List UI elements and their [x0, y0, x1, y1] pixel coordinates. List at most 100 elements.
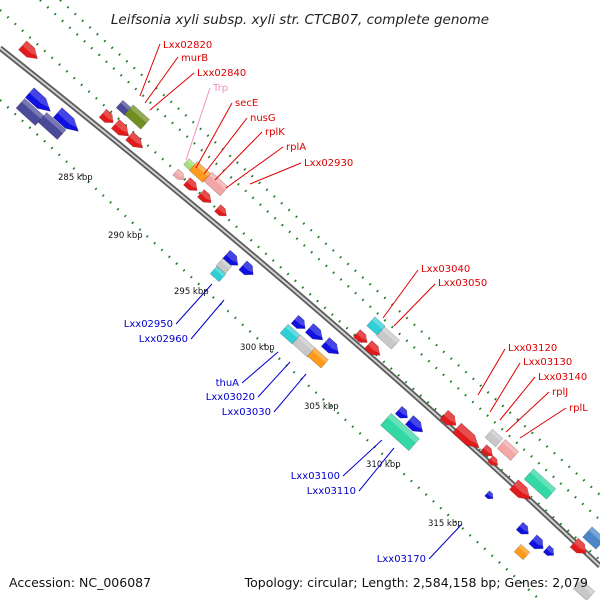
gene-label-lxx02820[interactable]: Lxx02820 [163, 40, 212, 51]
accession-text: Accession: NC_006087 [9, 575, 151, 590]
dotted-track-1 [39, 0, 600, 521]
callout-line-24 [428, 523, 463, 560]
gene-red-d [183, 177, 199, 192]
gene-steel [582, 526, 600, 550]
gene-red-l [487, 455, 499, 466]
gene-blue-2 [52, 107, 81, 132]
gene-red-g [353, 329, 369, 344]
label-callouts [139, 43, 567, 560]
gene-red-k [480, 444, 494, 457]
gene-orange-2 [307, 347, 329, 369]
gene-label-murb[interactable]: murB [181, 53, 208, 64]
gene-grey-3 [376, 326, 400, 350]
gene-pink-1 [203, 171, 229, 197]
kbp-label-290: 290 kbp [108, 231, 143, 241]
callout-line-1 [139, 43, 161, 97]
callout-line-8 [225, 146, 284, 189]
gene-red-top-left [18, 40, 40, 60]
kbp-label-310: 310 kbp [366, 460, 401, 470]
callout-line-15 [505, 391, 550, 433]
gene-blue-5 [290, 314, 307, 329]
gene-blue-10 [515, 521, 530, 535]
gene-label-thua[interactable]: thuA [216, 378, 240, 389]
gene-blue-11 [528, 534, 545, 550]
gene-label-lxx03130[interactable]: Lxx03130 [523, 357, 572, 368]
callout-line-12 [477, 348, 506, 396]
callout-line-19 [241, 351, 279, 384]
kbp-tick-labels: 285 kbp 290 kbp 295 kbp 300 kbp 305 kbp … [58, 173, 463, 529]
gene-red-j [452, 422, 482, 449]
callout-line-14 [499, 376, 536, 421]
gene-blue-small [484, 490, 495, 500]
genome-backbone [0, 45, 600, 568]
gene-red-n [569, 537, 588, 554]
callout-line-18 [190, 299, 225, 340]
gene-grey-5 [572, 579, 596, 600]
gene-label-rpll[interactable]: rplL [569, 403, 588, 414]
gene-red-b [110, 119, 131, 137]
gene-label-lxx03100[interactable]: Lxx03100 [291, 471, 340, 482]
gene-murb [124, 104, 150, 130]
gene-pink-2 [496, 439, 520, 461]
gene-label-rplk[interactable]: rplK [265, 127, 285, 138]
map-title: Leifsonia xyli subsp. xyli str. CTCB07, … [111, 12, 489, 28]
callout-line-4 [185, 87, 211, 161]
gene-label-rpla[interactable]: rplA [286, 142, 306, 153]
gene-label-lxx02840[interactable]: Lxx02840 [197, 68, 246, 79]
callout-line-6 [203, 117, 248, 175]
gene-label-lxx03020[interactable]: Lxx03020 [206, 392, 255, 403]
gene-teal-2 [523, 468, 557, 500]
gene-blue-9 [404, 415, 425, 433]
gene-navy-2 [37, 112, 67, 140]
gene-label-lxx03110[interactable]: Lxx03110 [307, 486, 356, 497]
callout-line-5 [195, 102, 233, 169]
kbp-label-300: 300 kbp [240, 343, 275, 353]
gene-label-sece[interactable]: secE [235, 98, 258, 109]
gene-cyan-1 [209, 265, 227, 283]
gene-trp [172, 168, 186, 181]
gene-label-lxx02950[interactable]: Lxx02950 [124, 319, 173, 330]
gene-blue-6 [304, 323, 325, 341]
gene-blue-1 [24, 87, 53, 112]
gene-grey-4 [484, 428, 504, 448]
gene-blue-7 [320, 337, 341, 355]
gene-red-h [363, 340, 382, 356]
callout-line-2 [144, 56, 179, 104]
kbp-label-315: 315 kbp [428, 519, 463, 529]
gene-blue-8 [394, 405, 409, 419]
gene-label-lxx02930[interactable]: Lxx02930 [304, 158, 353, 169]
gene-red-c [125, 131, 145, 149]
callout-line-10 [382, 269, 419, 319]
callout-line-23 [358, 447, 395, 492]
gene-red-m [509, 479, 533, 500]
gene-label-nusg[interactable]: nusG [250, 113, 276, 124]
callout-line-21 [273, 373, 307, 413]
gene-red-a [98, 108, 115, 123]
gene-red-i [439, 409, 458, 426]
callout-line-17 [175, 283, 213, 325]
gene-label-lxx03050[interactable]: Lxx03050 [438, 278, 487, 289]
gene-label-lxx03040[interactable]: Lxx03040 [421, 264, 470, 275]
genome-summary-text: Topology: circular; Length: 2,584,158 bp… [244, 575, 588, 590]
callout-line-20 [257, 361, 291, 398]
callout-line-22 [342, 439, 383, 477]
gene-teal-1 [380, 412, 420, 452]
gene-label-trp[interactable]: Trp [212, 83, 228, 94]
callout-line-9 [249, 162, 302, 185]
gene-label-lxx03120[interactable]: Lxx03120 [508, 343, 557, 354]
kbp-label-305: 305 kbp [304, 402, 339, 412]
gene-red-e [197, 189, 213, 204]
kbp-label-295: 295 kbp [174, 287, 209, 297]
gene-label-lxx02960[interactable]: Lxx02960 [139, 334, 188, 345]
gene-features [15, 40, 600, 600]
gene-label-lxx03140[interactable]: Lxx03140 [538, 372, 587, 383]
gene-label-rplj[interactable]: rplJ [552, 387, 568, 398]
gene-label-lxx03170[interactable]: Lxx03170 [377, 554, 426, 565]
gene-blue-12 [542, 544, 556, 556]
gene-labels: Lxx02820 murB Lxx02840 Trp secE nusG rpl… [124, 40, 588, 565]
dotted-track-4 [59, 0, 600, 496]
callout-line-16 [519, 407, 567, 439]
callout-line-13 [489, 362, 521, 413]
gene-label-lxx03030[interactable]: Lxx03030 [222, 407, 271, 418]
